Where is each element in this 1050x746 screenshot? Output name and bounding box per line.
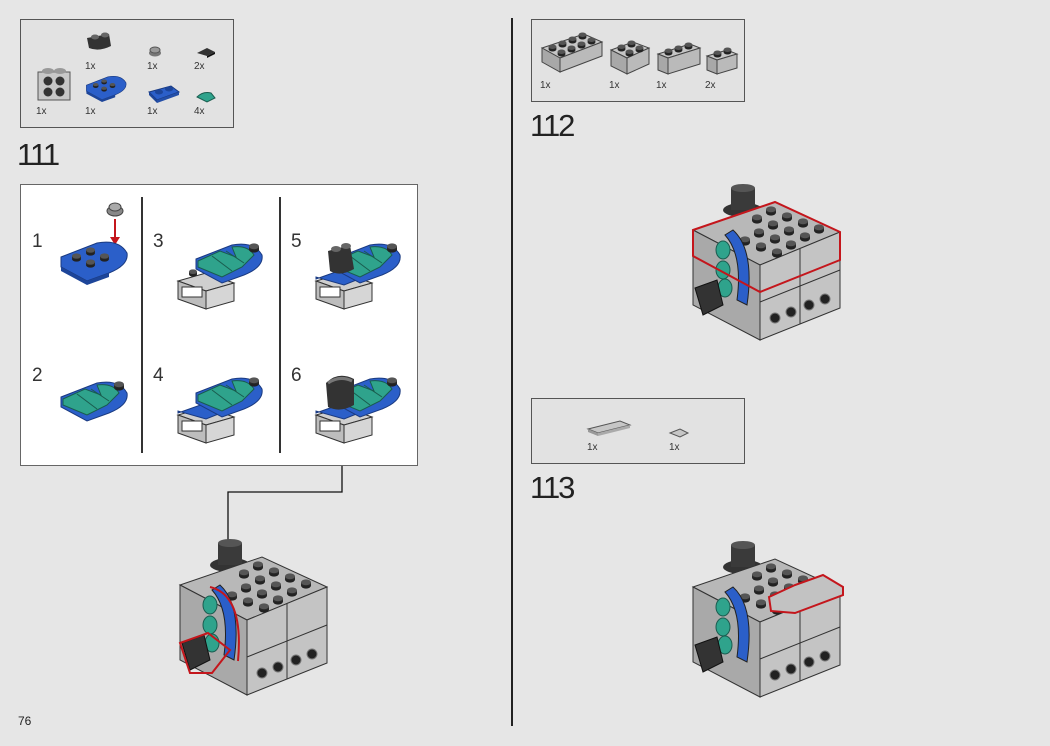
part-qty: 1x	[147, 106, 158, 117]
gray-brick-2x2-icon	[609, 40, 651, 75]
part-qty: 1x	[587, 442, 598, 453]
substep-number: 4	[153, 365, 164, 386]
step-number: 111	[17, 137, 60, 172]
substeps-panel: 1 2 3 4 5 6	[20, 184, 418, 466]
divider	[141, 197, 143, 453]
step-113-assembly	[685, 537, 844, 707]
gray-tile-1x4-icon	[586, 420, 632, 436]
parts-list-step-112: 1x 1x 1x 2x	[531, 19, 745, 102]
gray-brick-1x2-icon	[705, 47, 739, 75]
substep-number: 2	[32, 365, 43, 386]
part-qty: 1x	[656, 80, 667, 91]
parts-list-step-113: 1x 1x	[531, 398, 745, 464]
gray-round-plate-icon	[149, 46, 161, 57]
part-qty: 2x	[705, 80, 716, 91]
divider	[279, 197, 281, 453]
page-number: 76	[18, 714, 32, 728]
part-qty: 1x	[669, 442, 680, 453]
substep-number: 6	[291, 365, 302, 386]
part-qty: 2x	[194, 61, 205, 72]
substep-6-illustration	[315, 375, 409, 444]
black-wedge-tile-icon	[197, 48, 215, 58]
part-qty: 1x	[85, 106, 96, 117]
blue-plate-1x2-icon	[148, 85, 181, 103]
gray-brick-2x4-icon	[540, 32, 604, 73]
gray-brick-2x2-side-studs-icon	[37, 68, 71, 101]
step-number: 112	[530, 108, 575, 143]
gray-brick-1x3-icon	[656, 42, 702, 75]
step-number: 113	[530, 470, 575, 505]
part-qty: 1x	[85, 61, 96, 72]
substep-number: 1	[32, 231, 43, 252]
part-qty: 4x	[194, 106, 205, 117]
part-qty: 1x	[36, 106, 47, 117]
parts-list-step-111: 1x 1x 1x 1x 1x 2x 4x	[20, 19, 234, 128]
step-112-assembly	[692, 180, 841, 350]
part-qty: 1x	[609, 80, 620, 91]
part-qty: 1x	[540, 80, 551, 91]
substep-number: 5	[291, 231, 302, 252]
substep-number: 3	[153, 231, 164, 252]
substep-4-illustration	[177, 371, 271, 444]
substep-1-illustration	[57, 202, 141, 287]
page-divider	[511, 18, 513, 726]
substep-5-illustration	[315, 237, 409, 310]
part-qty: 1x	[147, 61, 158, 72]
gray-wedge-tile-icon	[668, 428, 690, 438]
step-111-assembly	[178, 535, 342, 705]
teal-quarter-tile-icon	[196, 92, 216, 103]
black-curved-brick-icon	[87, 32, 111, 50]
